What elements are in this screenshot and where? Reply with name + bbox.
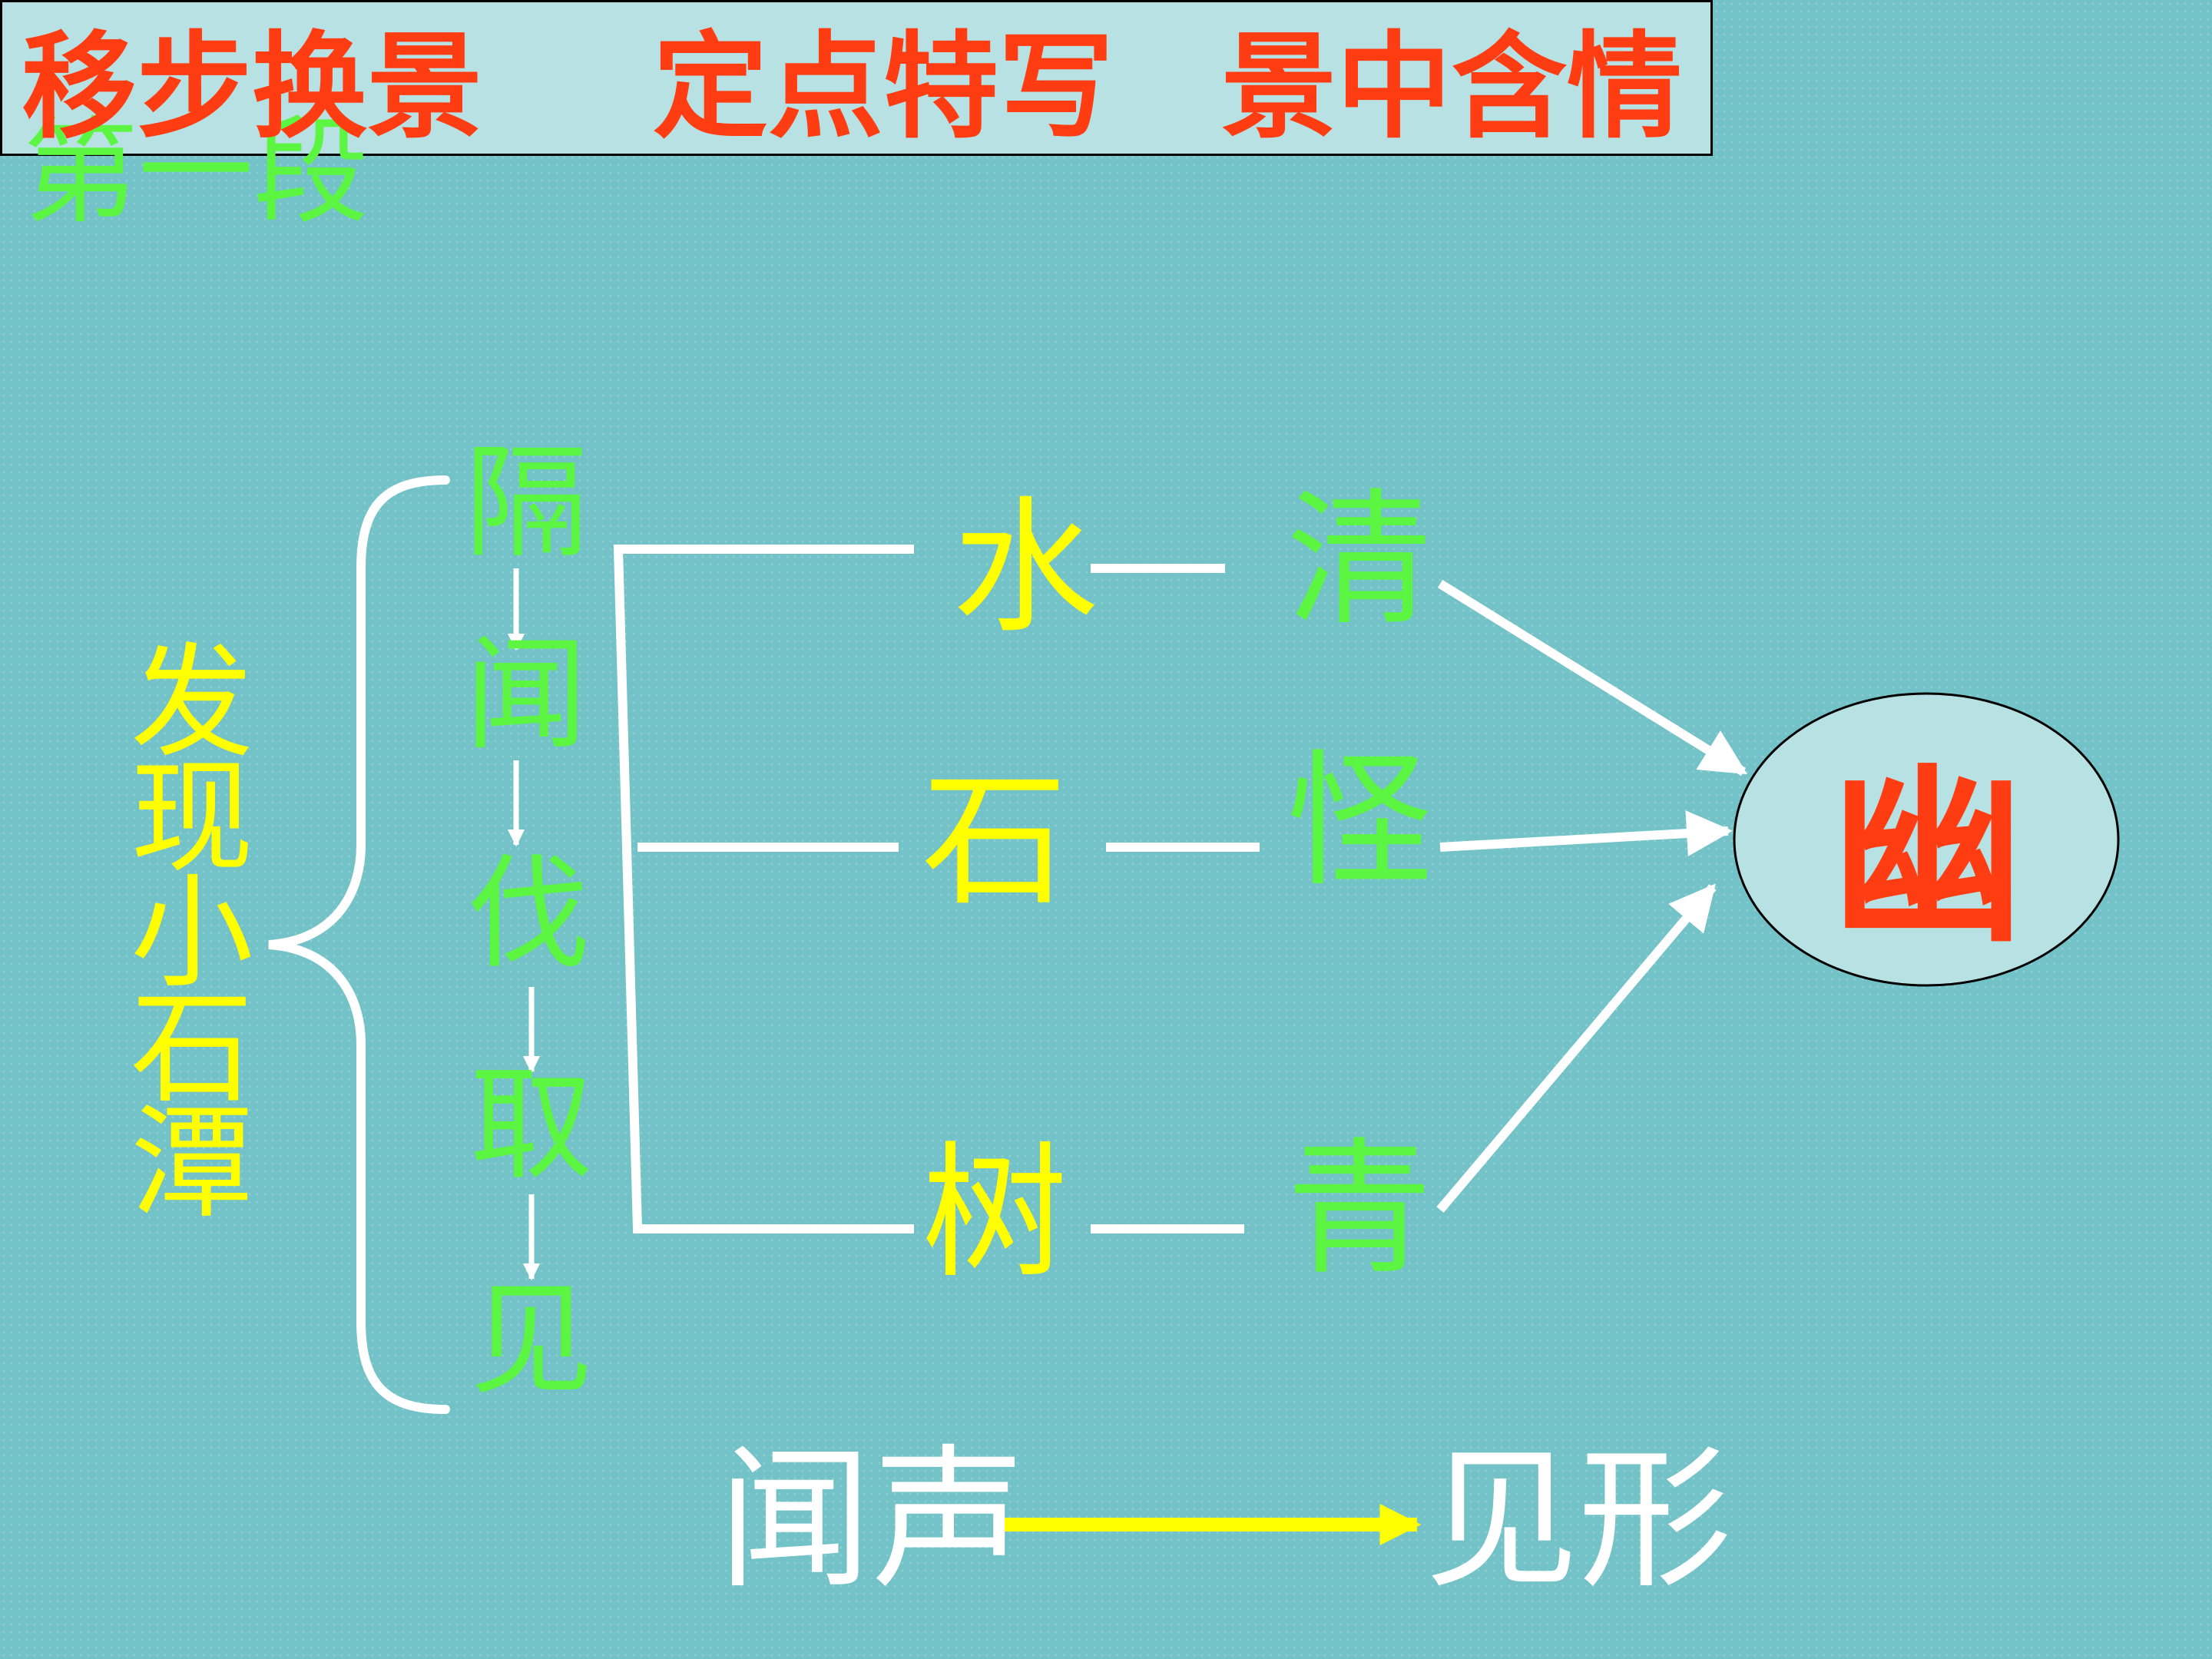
arrow-green — [1436, 883, 1717, 1213]
process-step-4: 取 — [470, 1053, 594, 1197]
scene-feature-strange: 怪 — [1286, 737, 1433, 906]
title-box: 移步换景 定点特写 景中含情 — [0, 0, 1713, 156]
center-label: 幽 — [1832, 743, 2024, 969]
process-step-2: 闻 — [465, 623, 588, 767]
scene-object-stone: 石 — [922, 756, 1068, 926]
title-keyword-1: 移步换景 — [22, 19, 483, 154]
subject-char: 现 — [130, 746, 253, 889]
subject-char: 小 — [130, 861, 253, 1005]
arrow-strange — [1439, 810, 1733, 856]
center-ellipse — [1733, 692, 2120, 987]
scene-object-tree: 树 — [922, 1128, 1068, 1298]
subject-char: 发 — [130, 631, 253, 774]
subject-char: 石 — [130, 976, 253, 1120]
subject-char: 潭 — [130, 1091, 253, 1235]
process-step-3: 伐 — [467, 842, 591, 985]
brace-shape — [268, 475, 450, 1414]
process-step-1: 隔 — [465, 431, 588, 575]
subject-column: 发 现 小 石 潭 — [127, 631, 257, 1235]
section-label: 第一段 — [23, 106, 369, 240]
title-keyword-2: 定点特写 — [653, 19, 1114, 154]
scene-feature-green: 青 — [1286, 1124, 1433, 1294]
title-keyword-3: 景中含情 — [1221, 19, 1683, 154]
arrow-clear — [1437, 579, 1748, 777]
scene-feature-clear: 清 — [1286, 475, 1433, 645]
bottom-to: 见形 — [1425, 1431, 1733, 1610]
scene-object-water: 水 — [952, 483, 1099, 653]
process-step-5: 见 — [470, 1268, 594, 1412]
bottom-from: 闻声 — [718, 1431, 1026, 1610]
branch-bracket — [613, 545, 914, 1233]
